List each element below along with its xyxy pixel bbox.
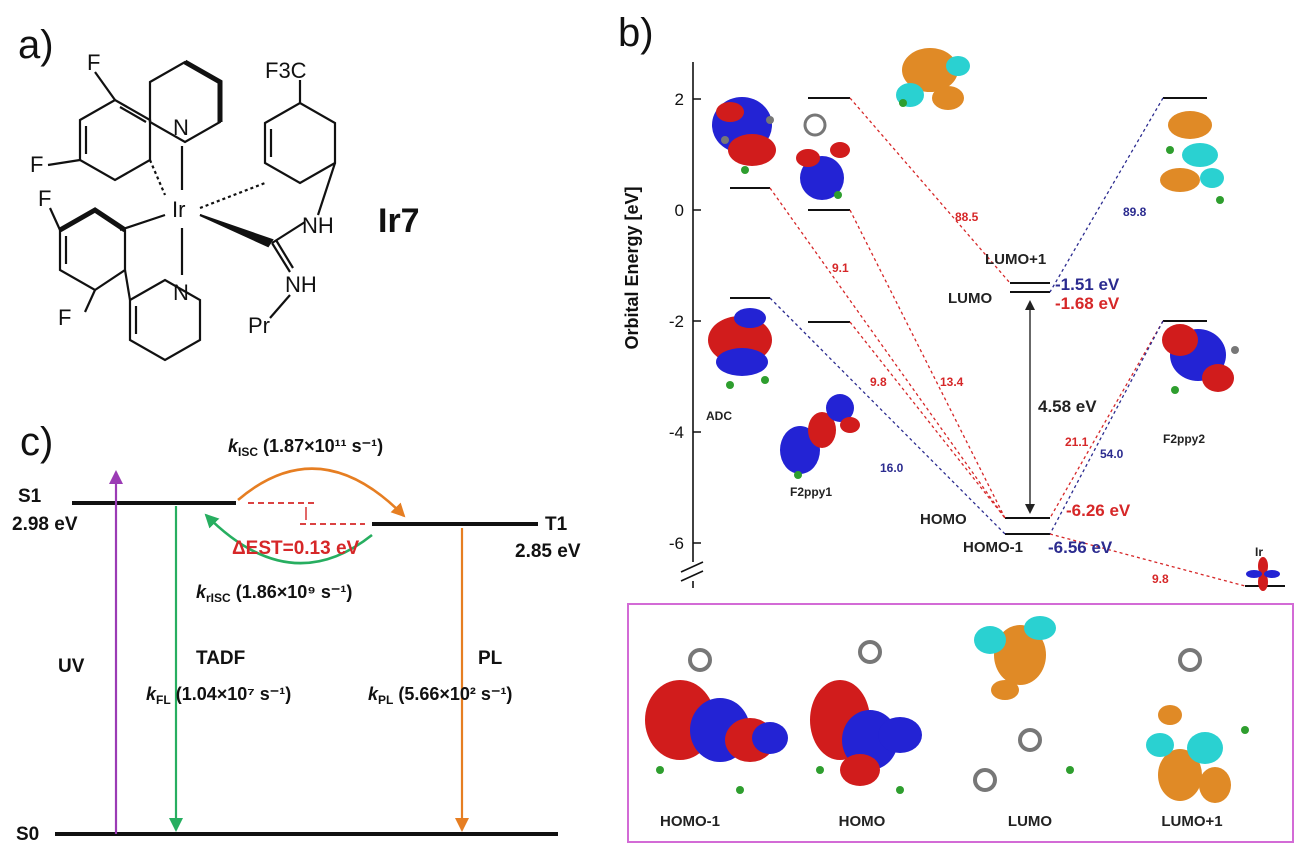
k-isc-label: kISC (1.87×10¹¹ s⁻¹) [228, 436, 383, 459]
label-s1: S1 [18, 486, 42, 507]
energy-t1: 2.85 eV [515, 541, 581, 562]
orbital-picture-homo [810, 640, 922, 794]
fragment-adc: ADC [706, 409, 732, 423]
orbital-picture-homo-1 [645, 648, 788, 794]
y-tick-label: -2 [669, 312, 684, 331]
frontier-orbitals-box [627, 603, 1294, 843]
panel-a: a) [18, 23, 420, 362]
isc-arrow [237, 467, 406, 518]
energy-s1: 2.98 eV [12, 514, 78, 535]
panel-b: b) 2 0 -2 -4 -6 Orbital Energy [eV] [618, 11, 1294, 843]
contribution-label: 13.4 [940, 375, 964, 389]
atom-n: N [173, 115, 189, 140]
ring-lower-pyridine [128, 278, 202, 362]
label-s1-text: S1 [18, 486, 42, 507]
ring-right [263, 101, 337, 185]
contribution-label: 88.5 [955, 210, 979, 224]
gap-value: 4.58 eV [1038, 397, 1097, 416]
orbital-picture-f2ppy1-homo [780, 394, 860, 479]
atom-f: F [58, 305, 71, 330]
atom-f: F [87, 50, 100, 75]
atom-pr: Pr [248, 313, 270, 338]
bottom-label-homo: HOMO [839, 813, 886, 830]
fragment-ir: Ir [1255, 545, 1263, 559]
contribution-label: 9.1 [832, 261, 849, 275]
atom-cf3: F3C [265, 58, 307, 83]
molecule-structure [47, 59, 337, 362]
atom-n: N [173, 280, 189, 305]
energy-homo: -6.26 eV [1066, 501, 1131, 520]
label-lumo1: LUMO+1 [985, 251, 1046, 268]
contribution-label: 21.1 [1065, 435, 1089, 449]
k-fl-value: (1.04×10⁷ s⁻¹) [176, 684, 292, 704]
pl-label: PL [478, 648, 503, 669]
risc-arrow [204, 513, 373, 565]
bottom-label-homo-1: HOMO-1 [660, 813, 720, 830]
y-axis-label: Orbital Energy [eV] [622, 186, 642, 349]
panel-a-label: a) [18, 23, 54, 67]
fragment-f2ppy2: F2ppy2 [1163, 432, 1205, 446]
orbital-picture-f2ppy1-lumo [796, 113, 850, 200]
y-tick-label: -4 [669, 423, 684, 442]
orbital-picture-f2ppy2-homo [1162, 324, 1239, 394]
k-isc-value: (1.87×10¹¹ s⁻¹) [263, 436, 383, 456]
contribution-label: 9.8 [1152, 572, 1169, 586]
bottom-label-lumo: LUMO [1008, 813, 1052, 830]
tadf-label: TADF [196, 648, 245, 669]
atom-f: F [30, 152, 43, 177]
contribution-label: 16.0 [880, 461, 904, 475]
label-homo: HOMO [920, 511, 967, 528]
panel-b-label: b) [618, 11, 654, 55]
orbital-picture-lumo-1 [1146, 648, 1249, 803]
atom-ir: Ir [172, 197, 185, 222]
orbital-picture-adc-homo [708, 308, 772, 389]
y-ticks: 2 0 -2 -4 -6 [669, 90, 701, 553]
delta-est-label: ΔEST=0.13 eV [232, 538, 360, 559]
fragment-f2ppy1: F2ppy1 [790, 485, 832, 499]
k-risc-label: krISC (1.86×10⁹ s⁻¹) [196, 582, 352, 605]
atom-f: F [38, 186, 51, 211]
axis-break [680, 561, 704, 582]
energy-lumo1: -1.51 eV [1055, 275, 1120, 294]
atom-nh: NH [302, 213, 334, 238]
label-homo1: HOMO-1 [963, 539, 1023, 556]
label-t1: T1 [545, 514, 568, 535]
ring-upper-left [78, 98, 152, 182]
panel-c-label: c) [20, 420, 53, 464]
bottom-label-lumo-1: LUMO+1 [1161, 813, 1222, 830]
k-pl-label: kPL (5.66×10² s⁻¹) [368, 684, 512, 707]
label-lumo: LUMO [948, 290, 992, 307]
orbital-picture-ir [1246, 557, 1280, 591]
panel-c: c) S1 2.98 eV T1 2.85 eV S0 ΔEST=0.13 eV… [12, 420, 581, 845]
y-tick-label: 0 [675, 201, 684, 220]
k-fl-label: kFL (1.04×10⁷ s⁻¹) [146, 684, 291, 707]
uv-label: UV [58, 656, 85, 677]
contribution-label: 54.0 [1100, 447, 1124, 461]
contribution-label: 89.8 [1123, 205, 1147, 219]
contribution-label: 9.8 [870, 375, 887, 389]
energy-lumo: -1.68 eV [1055, 294, 1120, 313]
orbital-picture-adc-lumo [712, 97, 776, 174]
orbital-picture-f2ppy2-lumo [1160, 111, 1224, 204]
frontier-orbital-pictures [645, 616, 1249, 803]
correlation-lines [769, 97, 1246, 587]
label-s0: S0 [16, 824, 39, 845]
energy-homo1: -6.56 eV [1048, 538, 1113, 557]
molecule-name: Ir7 [378, 202, 420, 240]
k-risc-value: (1.86×10⁹ s⁻¹) [236, 582, 353, 602]
orbital-picture-lumo [973, 616, 1074, 792]
atom-nh: NH [285, 272, 317, 297]
orbital-picture-f2ppy1-lumo1 [896, 48, 970, 110]
y-tick-label: -6 [669, 534, 684, 553]
y-tick-label: 2 [675, 90, 684, 109]
k-pl-value: (5.66×10² s⁻¹) [398, 684, 512, 704]
